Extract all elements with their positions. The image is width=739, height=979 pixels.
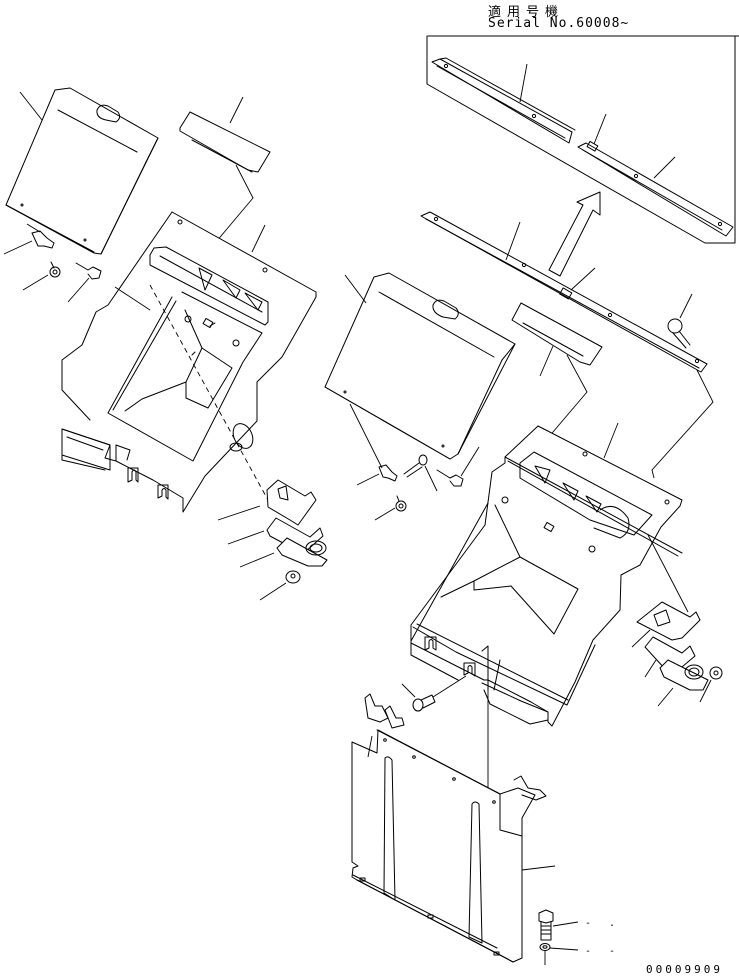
rail-right	[420, 211, 708, 373]
serial-label: Serial No.60008~	[488, 16, 630, 31]
bolt-front	[401, 675, 467, 712]
washer-right	[699, 666, 723, 703]
bolt-hinge-right	[403, 454, 438, 492]
latch-left	[67, 262, 102, 303]
rail-lower-inset	[577, 113, 734, 237]
cover-plate-left	[179, 96, 271, 336]
bolt-bottom	[538, 909, 579, 941]
latch-right	[436, 446, 480, 487]
speaker-left	[239, 537, 328, 568]
callout-dash-1: - .	[585, 918, 622, 929]
washer-left	[259, 570, 301, 601]
leader-rail-to-box	[651, 369, 714, 479]
console-box-left	[61, 211, 317, 513]
hinge-right	[356, 464, 398, 486]
speaker-bracket-left	[227, 517, 324, 554]
serial-label-jp: 適用号機	[488, 5, 565, 20]
nut-right	[374, 495, 407, 521]
callout-dash-2: - -	[585, 946, 622, 957]
speaker-grille-left	[217, 479, 317, 526]
figure-number: 00009909	[646, 963, 723, 976]
lid-right	[324, 272, 516, 469]
arrow-icon	[548, 191, 601, 277]
hinge-left	[3, 223, 55, 255]
rail-upper-inset	[431, 57, 576, 144]
clip-right	[559, 267, 596, 300]
lid-left	[5, 87, 159, 255]
bracket-panel	[351, 693, 556, 963]
speaker-right	[657, 659, 709, 707]
console-box-right	[410, 422, 683, 800]
speaker-grille-right	[631, 534, 701, 648]
inset-frame	[426, 35, 736, 244]
screw-right	[667, 293, 693, 349]
washer-bottom	[539, 943, 579, 965]
nut-left	[22, 261, 61, 291]
